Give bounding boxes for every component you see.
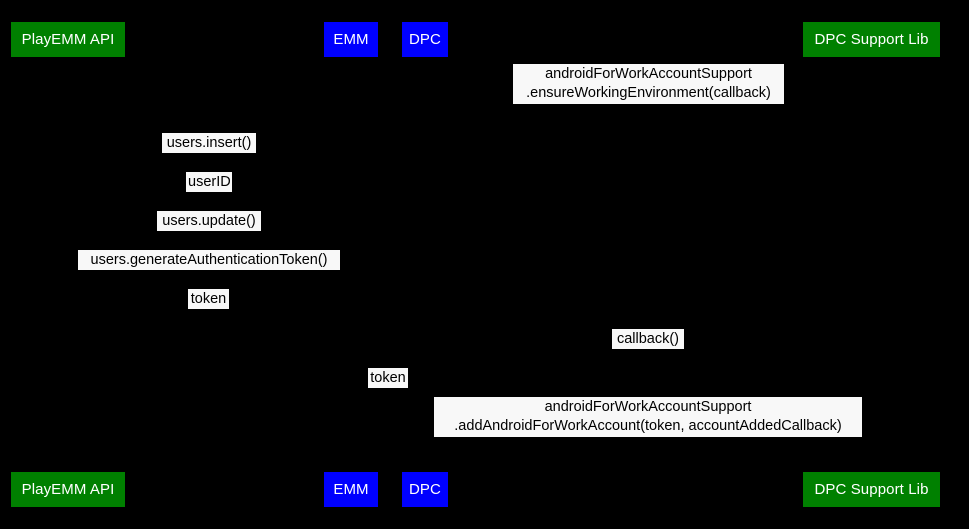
message-label-line: userID bbox=[188, 174, 231, 190]
lifeline-dpc-support-lib bbox=[871, 57, 872, 472]
header-actor-emm[interactable]: EMM bbox=[324, 22, 378, 57]
actor-label: EMM bbox=[333, 481, 369, 498]
message-label-line: .ensureWorkingEnvironment(callback) bbox=[526, 85, 771, 101]
lifeline-emm bbox=[351, 57, 352, 472]
message-arrow-ensure-working-environment bbox=[425, 108, 871, 109]
actor-label: DPC Support Lib bbox=[814, 481, 929, 498]
header-actor-dpc[interactable]: DPC bbox=[402, 22, 448, 57]
message-label-line: callback() bbox=[616, 331, 680, 347]
message-label-token-to-dpc: token bbox=[368, 368, 408, 388]
lifeline-dpc bbox=[425, 57, 426, 472]
message-label-line: .addAndroidForWorkAccount(token, account… bbox=[454, 418, 842, 434]
message-arrow-token-to-dpc bbox=[351, 392, 425, 393]
message-label-line: users.update() bbox=[162, 213, 256, 229]
message-arrow-callback bbox=[425, 353, 871, 354]
actor-label: PlayEMM API bbox=[21, 481, 115, 498]
lifeline-playemm-api bbox=[68, 57, 69, 472]
message-arrow-users-generate-authentication-token bbox=[68, 274, 351, 275]
message-arrow-users-update bbox=[68, 235, 351, 236]
message-label-add-android-for-work-account: androidForWorkAccountSupport .addAndroidF… bbox=[434, 397, 862, 437]
message-label-line: token bbox=[370, 370, 406, 386]
actor-label: EMM bbox=[333, 31, 369, 48]
message-label-token-to-emm: token bbox=[188, 289, 229, 309]
message-label-ensure-working-environment: androidForWorkAccountSupport .ensureWorki… bbox=[513, 64, 784, 104]
header-actor-playemm-api[interactable]: PlayEMM API bbox=[11, 22, 125, 57]
message-label-users-generate-authentication-token: users.generateAuthenticationToken() bbox=[78, 250, 340, 270]
message-label-line: androidForWorkAccountSupport bbox=[544, 399, 752, 415]
message-label-users-insert: users.insert() bbox=[162, 133, 256, 153]
message-arrow-user-id bbox=[68, 196, 351, 197]
message-label-callback: callback() bbox=[612, 329, 684, 349]
actor-label: DPC bbox=[409, 481, 441, 498]
message-arrow-users-insert bbox=[68, 157, 351, 158]
actor-label: PlayEMM API bbox=[21, 31, 115, 48]
message-label-user-id: userID bbox=[186, 172, 232, 192]
message-arrow-add-android-for-work-account bbox=[425, 441, 871, 442]
header-actor-dpc-support-lib[interactable]: DPC Support Lib bbox=[803, 22, 940, 57]
footer-actor-playemm-api[interactable]: PlayEMM API bbox=[11, 472, 125, 507]
footer-actor-dpc[interactable]: DPC bbox=[402, 472, 448, 507]
message-label-users-update: users.update() bbox=[157, 211, 261, 231]
footer-actor-emm[interactable]: EMM bbox=[324, 472, 378, 507]
actor-label: DPC Support Lib bbox=[814, 31, 929, 48]
message-label-line: users.generateAuthenticationToken() bbox=[90, 252, 328, 268]
message-label-line: users.insert() bbox=[166, 135, 252, 151]
actor-label: DPC bbox=[409, 31, 441, 48]
message-label-line: token bbox=[190, 291, 227, 307]
footer-actor-dpc-support-lib[interactable]: DPC Support Lib bbox=[803, 472, 940, 507]
message-arrow-token-to-emm bbox=[68, 313, 351, 314]
message-label-line: androidForWorkAccountSupport bbox=[545, 66, 752, 82]
